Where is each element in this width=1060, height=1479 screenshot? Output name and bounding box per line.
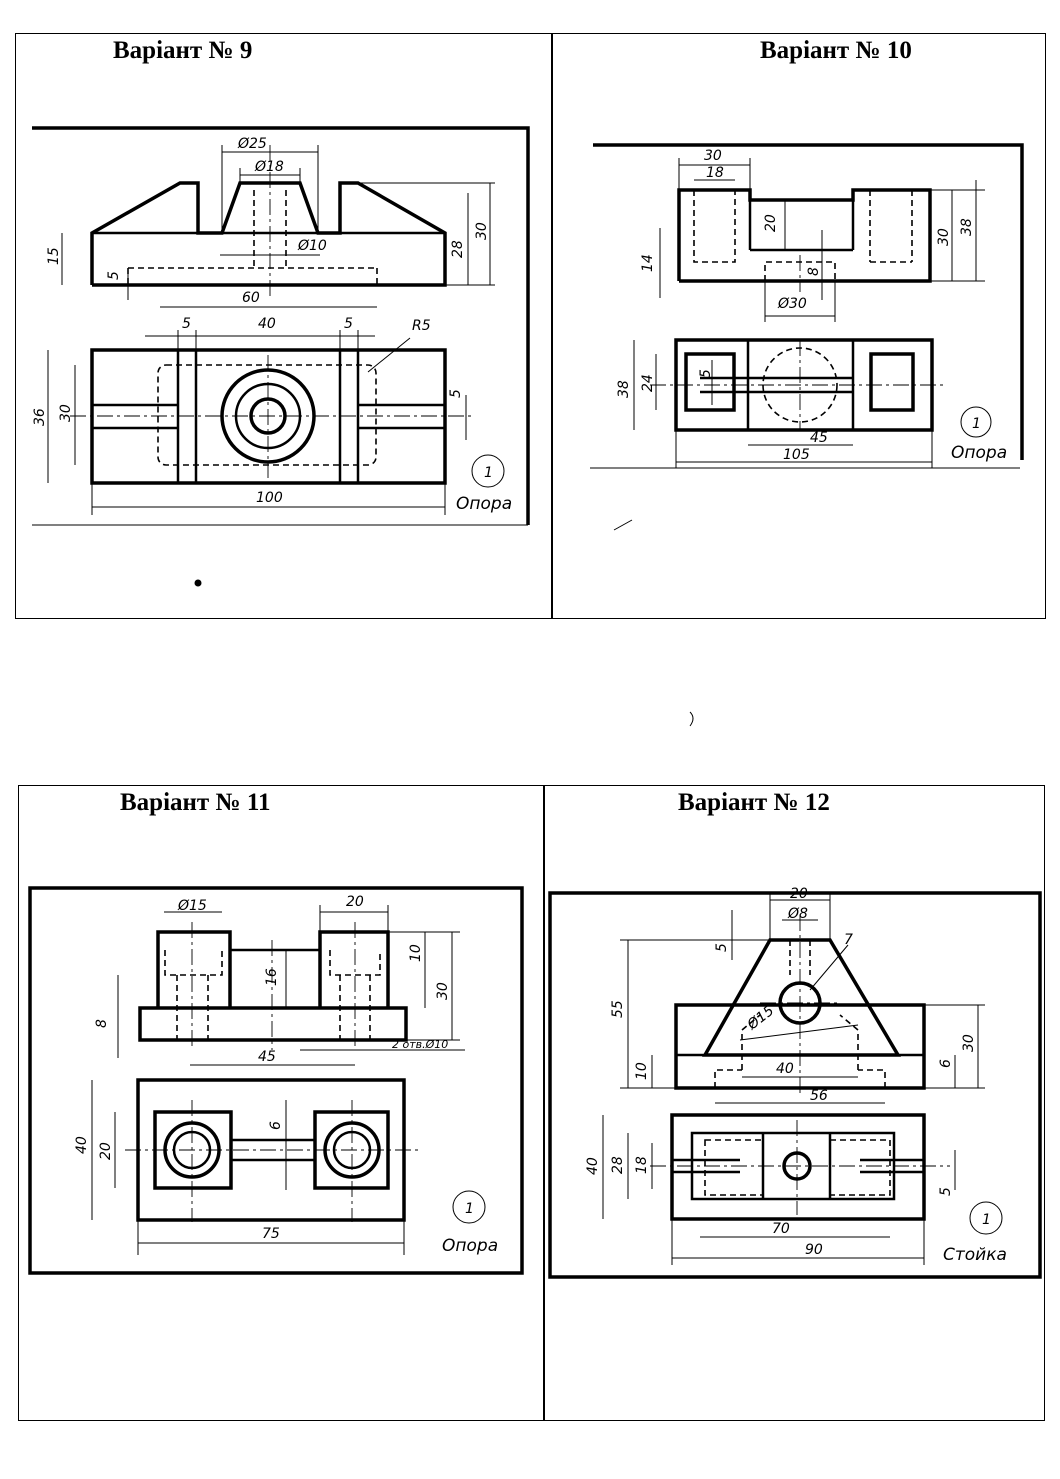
variant-12-drawing: 20 Ø8 5 7 55 Ø15 30 10 40 6 56 40 28 18 … <box>548 886 1042 1279</box>
v12-dim-10: 10 <box>634 1062 650 1080</box>
v11-dim-6: 6 <box>268 1121 284 1130</box>
v11-part-name: Опора <box>442 1236 498 1256</box>
v10-dim-8: 8 <box>806 267 822 276</box>
v11-dim-75: 75 <box>262 1226 280 1242</box>
v9-dim-60: 60 <box>242 290 260 306</box>
v11-dim-10: 10 <box>408 944 424 962</box>
v10-part-name: Опора <box>951 443 1007 463</box>
v12-dim-d8: Ø8 <box>787 906 808 922</box>
v12-dim-18: 18 <box>634 1156 650 1174</box>
variant-9-title: Варіант № 9 <box>113 37 253 64</box>
v12-dim-6: 6 <box>938 1059 954 1068</box>
v12-dim-40: 40 <box>776 1061 794 1077</box>
v12-dim-40b: 40 <box>585 1157 601 1175</box>
v10-dim-105: 105 <box>783 447 810 463</box>
variant-10-title: Варіант № 10 <box>760 37 912 64</box>
v9-dim-r5: R5 <box>412 318 431 334</box>
v11-dim-8: 8 <box>94 1019 110 1028</box>
v12-part-name: Стойка <box>943 1245 1007 1265</box>
v10-dim-18: 18 <box>706 165 724 181</box>
v10-dim-30b: 30 <box>936 228 952 246</box>
v11-dim-30: 30 <box>435 982 451 1000</box>
variant-11-panel <box>18 785 545 1421</box>
stray-mark <box>689 711 694 727</box>
v12-dim-70: 70 <box>772 1221 790 1237</box>
v9-dim-d25: Ø25 <box>237 136 267 152</box>
v10-dim-20: 20 <box>763 214 779 232</box>
v11-dim-16: 16 <box>264 968 280 986</box>
v12-dim-20: 20 <box>790 886 808 902</box>
v10-part-number: 1 <box>972 416 981 432</box>
v12-dim-90: 90 <box>805 1242 823 1258</box>
v12-dim-55: 55 <box>610 1000 626 1018</box>
variant-12-panel <box>543 785 1045 1421</box>
v9-dim-30b: 30 <box>58 404 74 422</box>
v9-dim-5a: 5 <box>106 271 122 280</box>
variant-11-title: Варіант № 11 <box>120 789 271 816</box>
v12-dim-28: 28 <box>610 1156 626 1174</box>
v12-dim-5b: 5 <box>938 1187 954 1196</box>
v9-dim-d10: Ø10 <box>297 238 327 254</box>
variant-9-drawing: Ø25 Ø18 Ø10 15 5 60 28 30 5 40 5 R5 36 3… <box>32 126 530 526</box>
variant-12-title: Варіант № 12 <box>678 789 830 816</box>
v10-dim-14: 14 <box>640 254 656 272</box>
v9-dim-5d: 5 <box>448 389 464 398</box>
v11-part-number: 1 <box>465 1201 474 1217</box>
v12-dim-d15: Ø15 <box>744 1003 777 1034</box>
v9-dim-d18: Ø18 <box>254 159 284 175</box>
v9-dim-100: 100 <box>256 490 283 506</box>
v11-dim-holes: 2 отв.Ø10 <box>392 1038 448 1051</box>
v9-dim-36: 36 <box>32 408 48 426</box>
variant-10-panel <box>551 33 1046 619</box>
v9-part-name: Опора <box>456 494 512 514</box>
v9-dim-15: 15 <box>46 247 62 265</box>
v9-dim-28: 28 <box>450 240 466 258</box>
v12-dim-30: 30 <box>961 1034 977 1052</box>
v9-dim-5b: 5 <box>182 316 191 332</box>
v11-dim-20b: 20 <box>98 1142 114 1160</box>
v12-dim-56: 56 <box>810 1088 828 1104</box>
v9-dim-30: 30 <box>474 222 490 240</box>
v10-dim-38b: 38 <box>616 380 632 398</box>
v10-dim-30: 30 <box>704 148 722 164</box>
v12-part-number: 1 <box>982 1212 991 1228</box>
variant-9-panel <box>15 33 553 619</box>
v10-dim-45: 45 <box>810 430 828 446</box>
v9-dim-5c: 5 <box>344 316 353 332</box>
v10-dim-5: 5 <box>698 369 714 378</box>
variant-10-drawing: 30 18 20 30 38 14 8 Ø30 38 24 5 45 105 1… <box>590 143 1024 531</box>
v9-part-number: 1 <box>484 465 493 481</box>
v12-dim-7: 7 <box>844 932 853 948</box>
v10-dim-24: 24 <box>640 374 656 392</box>
v11-dim-40: 40 <box>74 1136 90 1154</box>
v9-dim-40: 40 <box>258 316 276 332</box>
stray-dot <box>194 579 202 587</box>
variant-11-drawing: Ø15 20 10 16 30 8 45 2 отв.Ø10 40 20 6 7… <box>28 886 524 1275</box>
v10-dim-d30: Ø30 <box>777 296 807 312</box>
v11-dim-45: 45 <box>258 1049 276 1065</box>
v12-dim-5: 5 <box>714 943 730 952</box>
v11-dim-20: 20 <box>346 894 364 910</box>
v10-dim-38: 38 <box>959 218 975 236</box>
v11-dim-d15: Ø15 <box>177 898 207 914</box>
